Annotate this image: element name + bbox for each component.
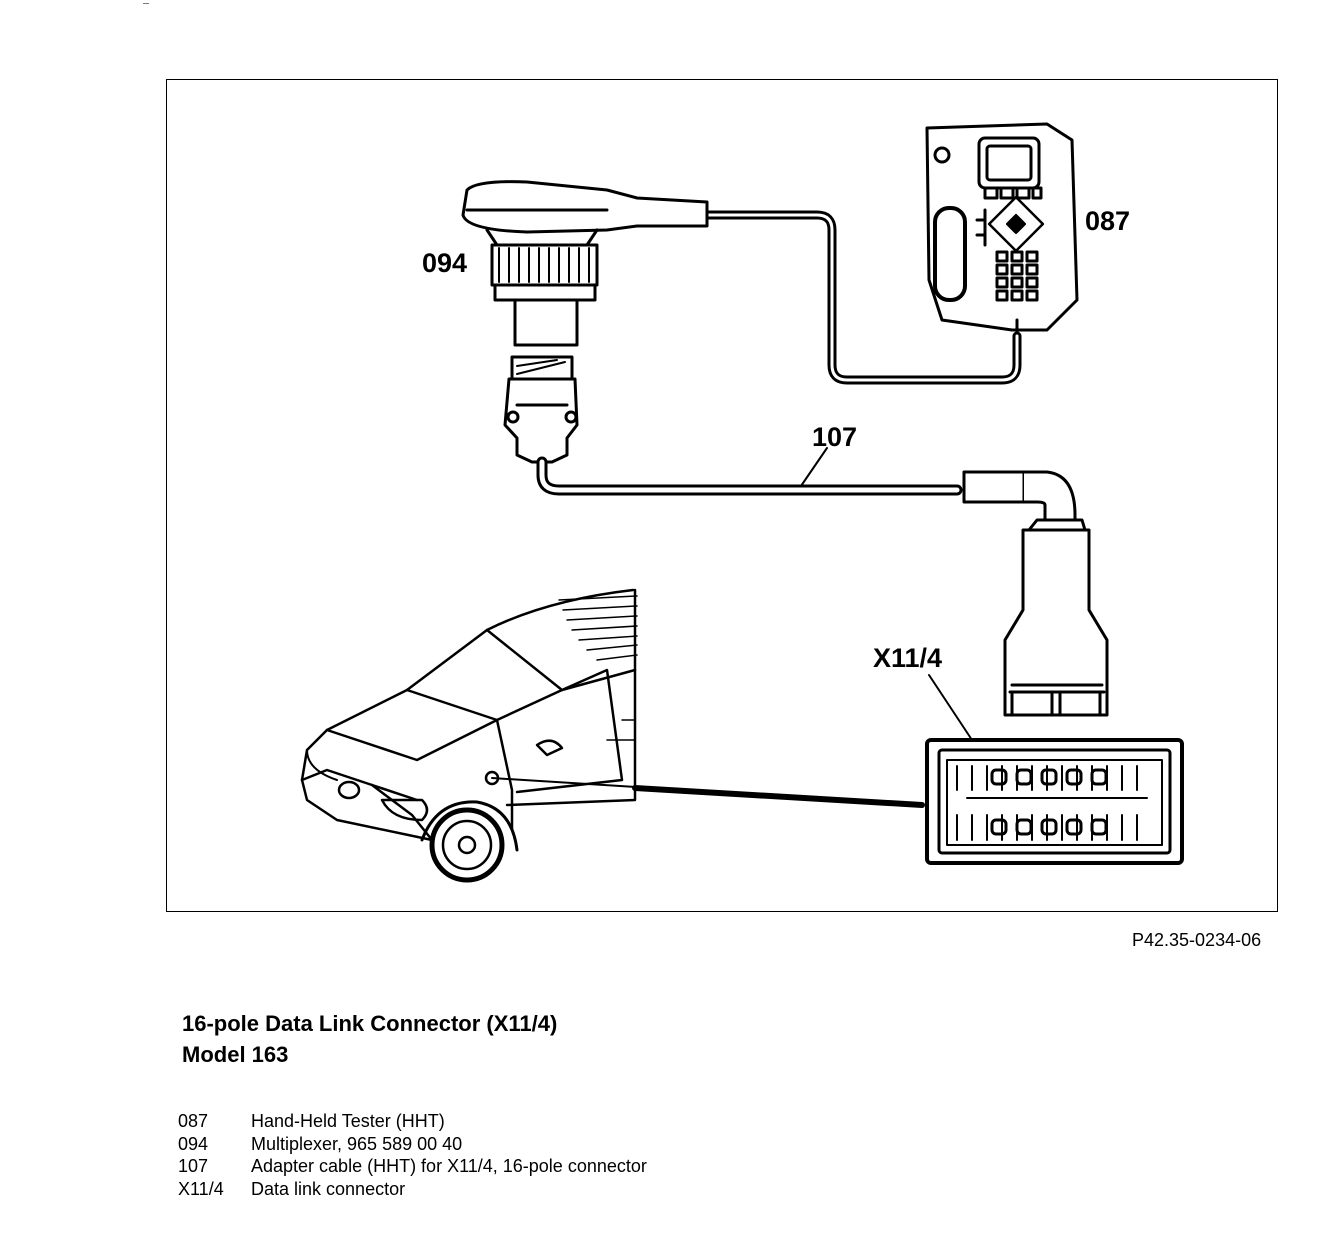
legend-text: Hand-Held Tester (HHT) xyxy=(251,1111,445,1131)
legend-row: 087 Hand-Held Tester (HHT) xyxy=(178,1110,647,1133)
callout-107-leader xyxy=(800,447,828,487)
legend: 087 Hand-Held Tester (HHT) 094 Multiplex… xyxy=(178,1110,647,1200)
multiplexer-icon xyxy=(461,180,709,347)
callout-x114-leader xyxy=(928,674,973,741)
diagram-title: 16-pole Data Link Connector (X11/4) Mode… xyxy=(182,1008,557,1070)
legend-row: 107 Adapter cable (HHT) for X11/4, 16-po… xyxy=(178,1155,647,1178)
callout-x114: X11/4 xyxy=(873,643,943,673)
legend-row: 094 Multiplexer, 965 589 00 40 xyxy=(178,1133,647,1156)
scan-mark xyxy=(143,3,149,4)
title-line-2: Model 163 xyxy=(182,1042,289,1067)
connection-diagram xyxy=(300,122,1184,883)
adapter-cable xyxy=(536,456,963,496)
callout-087: 087 xyxy=(1085,206,1131,236)
diagram-frame: 087 094 107 X11/4 xyxy=(166,79,1278,912)
legend-code: 094 xyxy=(178,1133,209,1154)
callout-094: 094 xyxy=(422,248,468,278)
legend-text: Data link connector xyxy=(251,1178,406,1199)
figure-reference: P42.35-0234-06 xyxy=(1132,930,1262,950)
callout-107: 107 xyxy=(812,422,858,452)
vehicle-icon xyxy=(300,588,638,883)
diagnostic-plug-icon xyxy=(1003,528,1109,717)
hand-held-tester-icon xyxy=(925,122,1079,338)
legend-code: 107 xyxy=(178,1156,209,1176)
elbow-connector-icon xyxy=(962,470,1087,532)
legend-code: 087 xyxy=(178,1111,209,1131)
adapter-plug-icon xyxy=(503,355,579,464)
legend-code: X11/4 xyxy=(178,1178,224,1199)
legend-text: Adapter cable (HHT) for X11/4, 16-pole c… xyxy=(251,1156,647,1176)
data-link-connector-icon xyxy=(925,738,1184,865)
legend-row: X11/4 Data link connector xyxy=(178,1178,647,1201)
title-line-1: 16-pole Data Link Connector (X11/4) xyxy=(182,1011,558,1036)
legend-text: Multiplexer, 965 589 00 40 xyxy=(251,1133,463,1154)
